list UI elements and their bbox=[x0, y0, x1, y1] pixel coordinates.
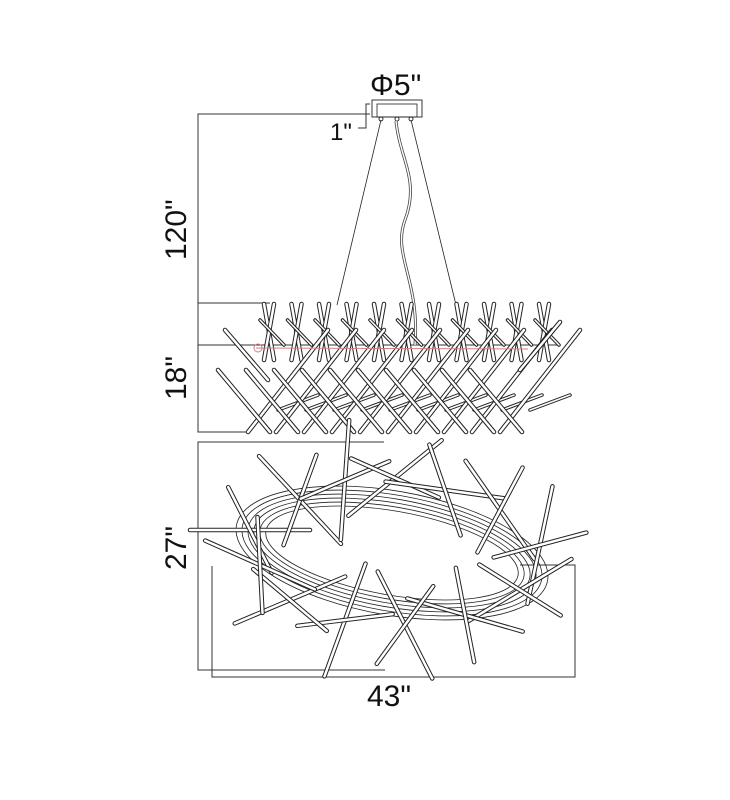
width-label: 43" bbox=[367, 680, 411, 713]
power-cord bbox=[394, 120, 418, 346]
crystal-rod-fill bbox=[492, 531, 588, 559]
crystal-rod-fill bbox=[226, 485, 274, 575]
crystal-rod-fill bbox=[358, 328, 442, 434]
crystal-rod-fill bbox=[296, 612, 394, 628]
crystal-rod-fill bbox=[328, 368, 384, 434]
crystal-rod-fill bbox=[375, 584, 435, 666]
canopy-height-bracket bbox=[358, 103, 370, 129]
crystal-rod-fill bbox=[414, 328, 498, 434]
depth-label: 27" bbox=[160, 526, 193, 570]
crystal-rod-fill bbox=[534, 319, 560, 346]
crystal-rod-fill bbox=[537, 302, 551, 362]
crystal-rod-fill bbox=[442, 328, 526, 434]
width-bracket bbox=[211, 564, 576, 678]
crystal-rod-fill bbox=[478, 563, 562, 617]
canopy-height-label: 1" bbox=[330, 119, 352, 146]
crystal-rod-fill bbox=[529, 394, 571, 411]
center-marker bbox=[253, 343, 263, 353]
crystal-rod-fill bbox=[290, 302, 303, 362]
crystal-rod-fill bbox=[468, 368, 524, 434]
crystal-rod-fill bbox=[372, 302, 386, 362]
suspension-cables bbox=[336, 119, 457, 306]
depth-bracket bbox=[197, 441, 385, 671]
crystal-rod-fill bbox=[286, 319, 313, 346]
crystal-rod-fill bbox=[256, 515, 264, 615]
overall-height-label: 120" bbox=[160, 199, 193, 260]
crystal-rod-fill bbox=[223, 328, 270, 382]
crystal-rod-fill bbox=[349, 457, 441, 499]
crystal-rod-fill bbox=[274, 328, 358, 434]
crystal-rod-fill bbox=[482, 302, 496, 362]
crystal-rod-fill bbox=[412, 368, 468, 434]
crystal-rod-fill bbox=[498, 328, 582, 434]
crystal-rod-fill bbox=[251, 567, 329, 633]
crystal-rod-fill bbox=[455, 302, 468, 362]
crystal-rod-fill bbox=[400, 302, 413, 362]
crystal-rod-fill bbox=[454, 566, 476, 664]
crystal-rod-fill bbox=[386, 328, 470, 434]
crystal-rod-fill bbox=[476, 466, 524, 554]
canopy bbox=[371, 99, 423, 122]
crystal-rod-fill bbox=[440, 368, 496, 434]
center-marker-line bbox=[255, 347, 529, 350]
overall-height-bracket bbox=[197, 113, 370, 433]
crystal-rod-fill bbox=[244, 368, 300, 434]
crystal-rod-fill bbox=[356, 368, 412, 434]
crystal-rod-fill bbox=[272, 368, 328, 434]
fixture-height-label: 18" bbox=[160, 356, 193, 400]
fixture-height-bracket bbox=[197, 302, 560, 346]
crystal-rod-fill bbox=[384, 368, 440, 434]
crystal-rod-fill bbox=[518, 320, 562, 372]
crystal-rod-fill bbox=[262, 302, 276, 362]
crystal-rod-fill bbox=[246, 328, 330, 434]
crystal-rod-fill bbox=[300, 368, 356, 434]
crystal-rod-fill bbox=[302, 328, 386, 434]
canopy-diameter-label: Φ5" bbox=[370, 69, 421, 102]
crystal-rod-fill bbox=[510, 302, 523, 362]
crystal-rod-fill bbox=[259, 319, 285, 346]
crystal-rod-fill bbox=[216, 368, 272, 434]
crystal-rod-fill bbox=[427, 302, 441, 362]
crystal-rod-fill bbox=[428, 443, 462, 537]
crystal-rod-fill bbox=[330, 328, 414, 434]
side-view-rods bbox=[215, 301, 583, 435]
crystal-rod-fill bbox=[345, 302, 358, 362]
top-view-rods bbox=[187, 417, 589, 681]
